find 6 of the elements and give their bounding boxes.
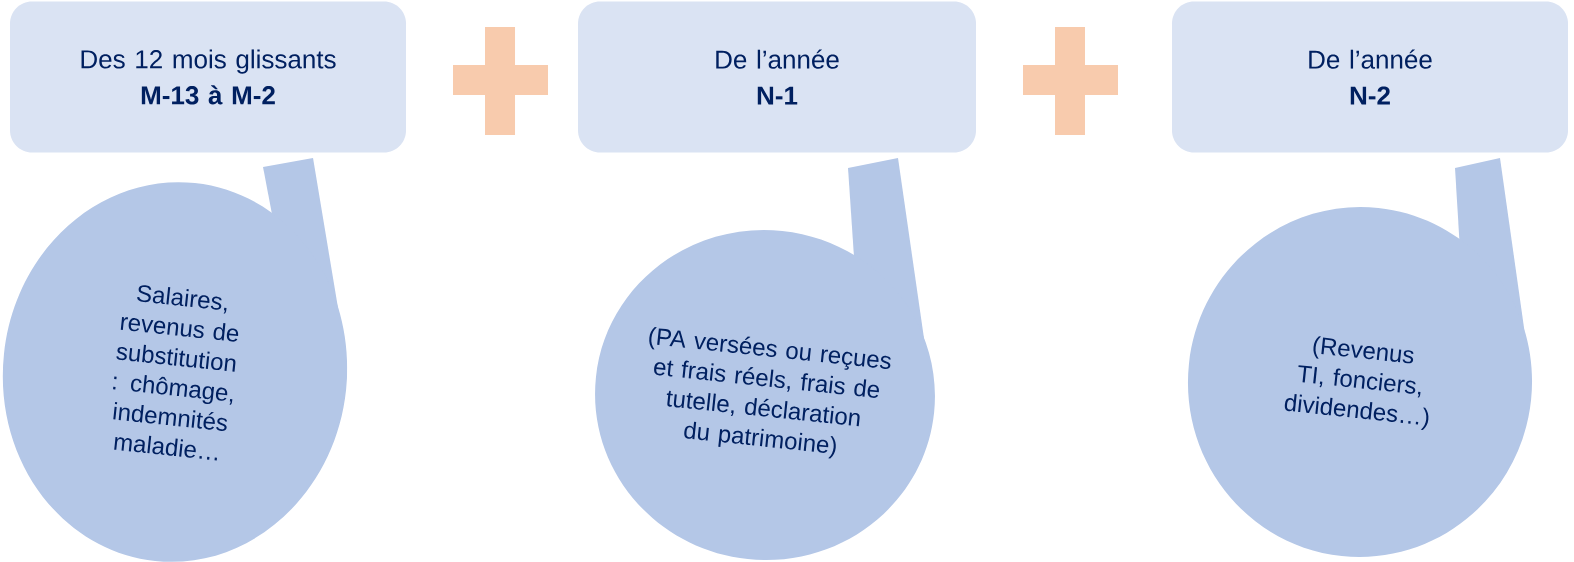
title-box: De l’année N-1 — [578, 1, 976, 153]
title-box: De l’année N-2 — [1172, 1, 1568, 153]
speech-bubble: Salaires, revenus de substitution : chômage, indemnités maladie… — [2, 158, 348, 562]
title-box: Des 12 mois glissants M-13 à M-2 — [10, 1, 406, 153]
speech-bubble: (PA versées ou reçues et frais réels, frais de tutelle, déclaration du patrimoine) — [595, 158, 935, 560]
speech-bubble: (Revenus TI, fonciers, dividendes…) — [1188, 158, 1532, 557]
